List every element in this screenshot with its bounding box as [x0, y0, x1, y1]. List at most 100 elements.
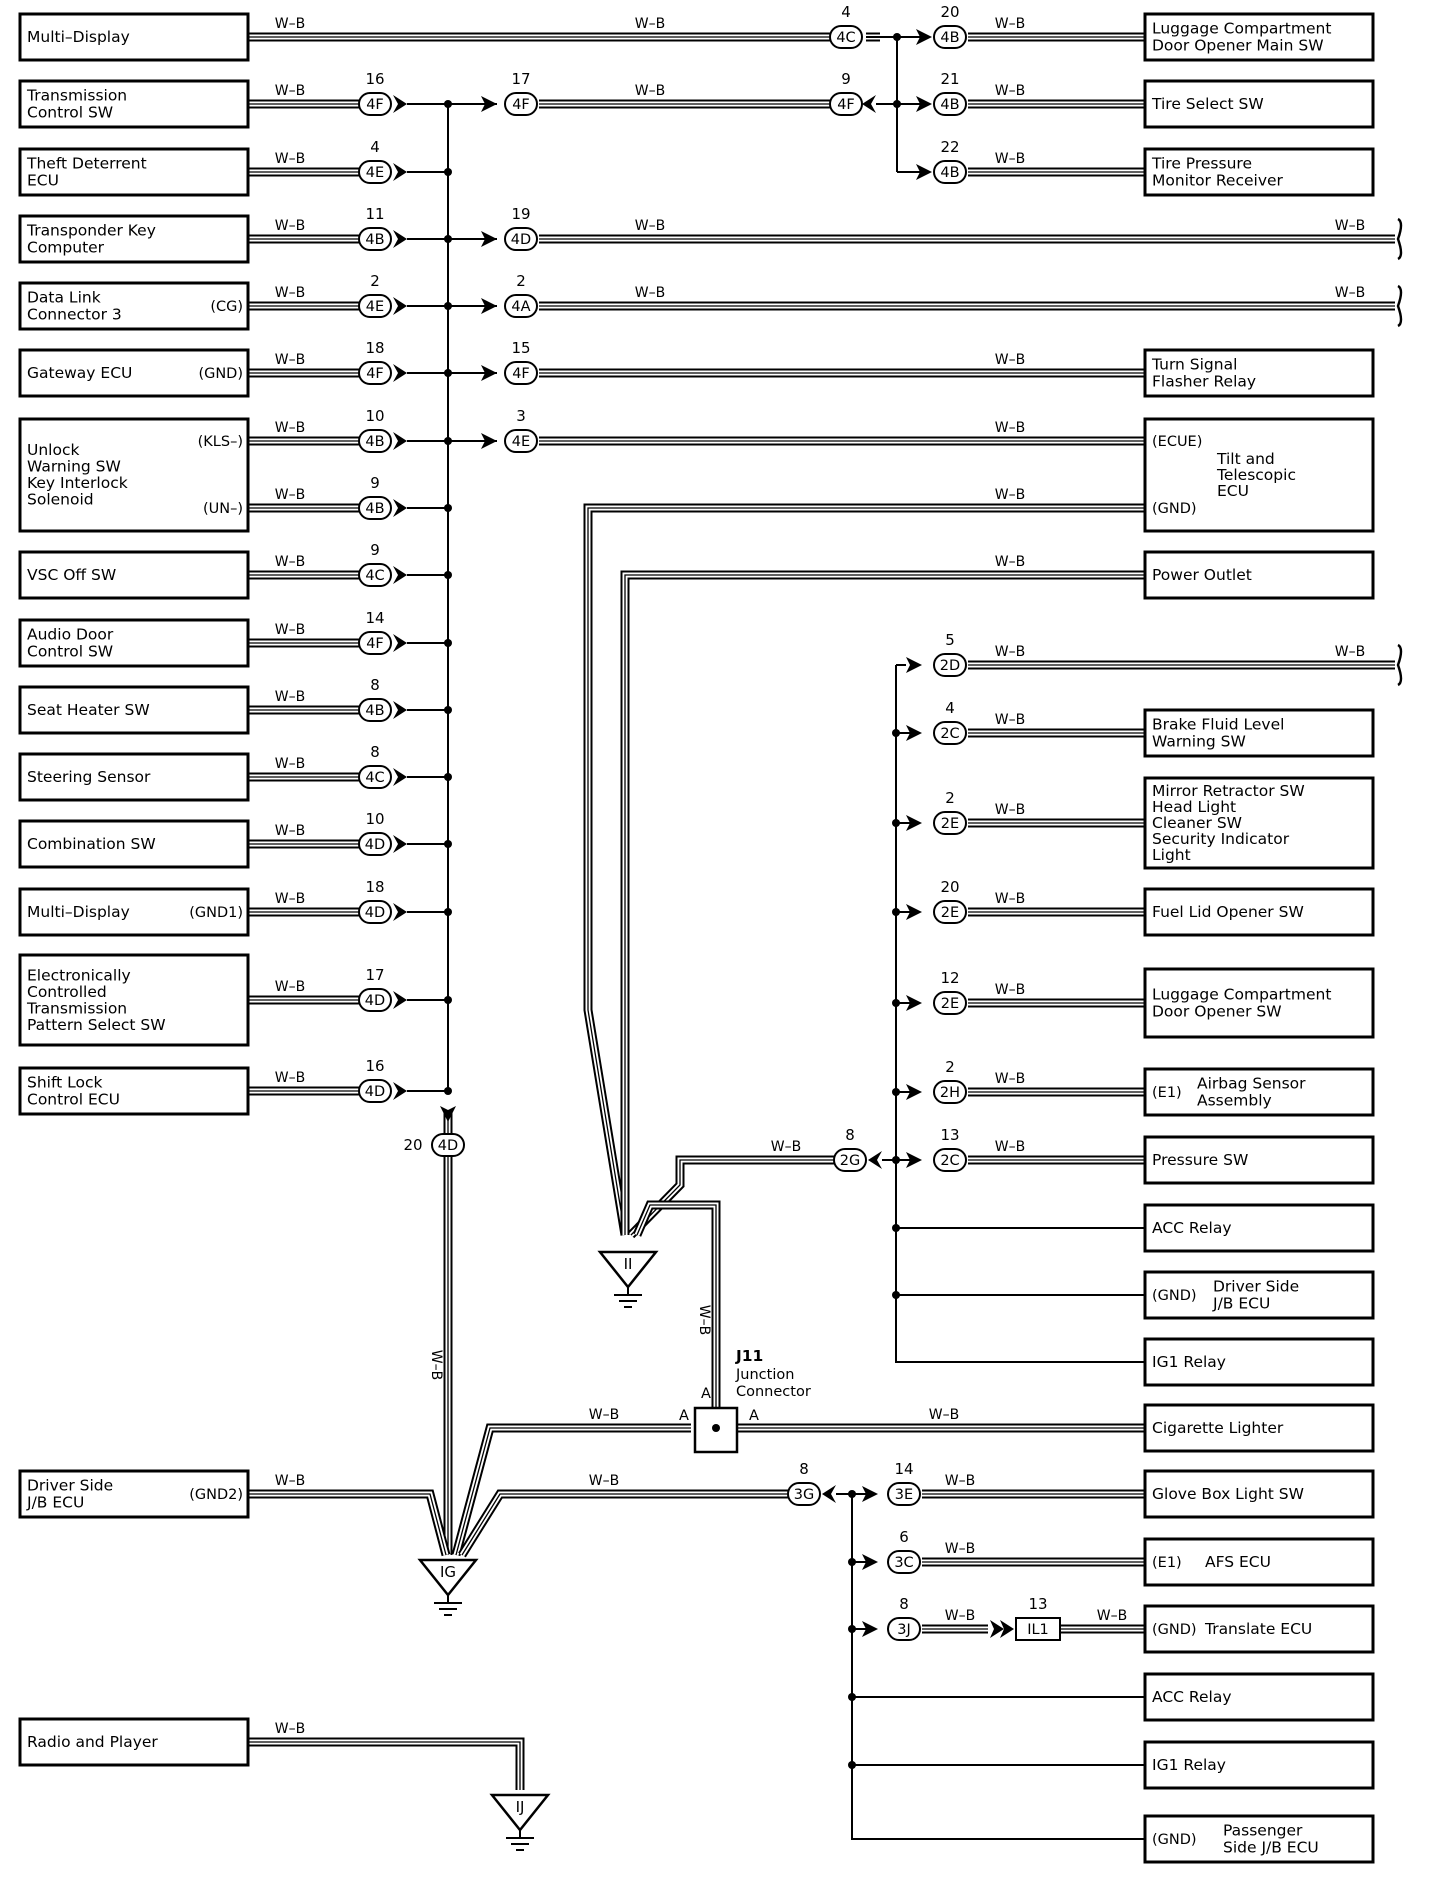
- male-terminal: [906, 815, 922, 831]
- pin-number: 14: [894, 1460, 913, 1478]
- pin-number: 20: [940, 3, 959, 21]
- component-label-line: Glove Box Light SW: [1152, 1485, 1304, 1503]
- connector-3J: 3J: [887, 1617, 921, 1641]
- connector-4B: 4B: [933, 92, 967, 116]
- connector-body: [358, 698, 392, 722]
- male-terminal: [862, 1621, 878, 1637]
- male-terminal: [481, 231, 497, 247]
- pin-number: 19: [511, 205, 530, 223]
- connector-code: 4D: [438, 1138, 458, 1154]
- component-label-line: Mirror Retractor SW: [1152, 782, 1305, 800]
- female-terminal: [393, 634, 407, 652]
- connector-IL1: [1015, 1617, 1061, 1641]
- right-bus-2: [895, 665, 1145, 1363]
- component-box-left: [18, 1717, 250, 1767]
- pin-number: 8: [370, 743, 380, 761]
- connector-body: [358, 765, 392, 789]
- connector-2E: 2E: [933, 811, 967, 835]
- wire-gap: [622, 572, 1145, 1235]
- wire-center: [248, 1741, 521, 1790]
- component-label-line: Door Opener Main SW: [1152, 37, 1324, 55]
- component-label-line: Connector 3: [27, 306, 122, 324]
- wire-color-label: W–B: [275, 756, 305, 772]
- wire-color-label: W–B: [275, 622, 305, 638]
- male-terminal: [862, 1486, 878, 1502]
- component-label-line: ACC Relay: [1152, 1219, 1232, 1237]
- connector-code: 4D: [511, 232, 531, 248]
- wire-color-label: W–B: [995, 83, 1025, 99]
- male-terminal: [906, 725, 922, 741]
- wire-color-label: W–B: [275, 1473, 305, 1489]
- component-label-line: Warning SW: [27, 458, 121, 476]
- wire-color-label: W–B: [635, 218, 665, 234]
- component-box-right: [1143, 1135, 1375, 1185]
- wire-color-label: W–B: [635, 83, 665, 99]
- female-terminal: [822, 1485, 836, 1503]
- connector-2E: 2E: [933, 991, 967, 1015]
- component-box-left: [18, 819, 250, 869]
- connector-2D: 2D: [933, 653, 967, 677]
- female-terminal: [393, 701, 407, 719]
- connector-4F-17: 4F: [504, 92, 538, 116]
- junction-dot: [444, 235, 452, 243]
- component-label-line: Audio Door: [27, 626, 114, 644]
- pin-number: 13: [940, 1126, 959, 1144]
- component-label-line: Power Outlet: [1152, 566, 1252, 584]
- connector-code: 2E: [941, 905, 959, 921]
- component-box-right: [1143, 1814, 1375, 1864]
- connector-body: [504, 361, 538, 385]
- component-box-left: [18, 887, 250, 937]
- connector-code: 4B: [940, 165, 959, 181]
- pin-number: 4: [945, 699, 955, 717]
- junction-dot: [444, 908, 452, 916]
- wire-color-label: W–B: [995, 1139, 1025, 1155]
- component-label-line: Tilt and: [1216, 450, 1275, 468]
- pin-name: (GND): [1152, 501, 1197, 517]
- connector-code: 4C: [365, 770, 384, 786]
- wire-center: [630, 1159, 836, 1236]
- junction-dot: [444, 504, 452, 512]
- connector-4E: 4E: [358, 160, 392, 184]
- connector-body: [887, 1550, 921, 1574]
- component-label-line: Connector: [736, 1384, 811, 1400]
- connector-4B: 4B: [933, 160, 967, 184]
- junction-dot: [893, 100, 901, 108]
- female-terminal: [393, 297, 407, 315]
- male-terminal: [906, 657, 922, 673]
- component-label-line: Radio and Player: [27, 1733, 158, 1751]
- ground-symbol: [613, 1286, 643, 1308]
- connector-4C: 4C: [358, 765, 392, 789]
- component-box-right: [1143, 967, 1375, 1039]
- connector-code: 4B: [365, 703, 384, 719]
- component-label-line: Steering Sensor: [27, 768, 151, 786]
- wire-color-label: W–B: [1335, 644, 1365, 660]
- connector-3G: 3G: [787, 1482, 821, 1506]
- component-label-line: Combination SW: [27, 835, 156, 853]
- component-box-right: [1143, 1740, 1375, 1790]
- female-terminal: [393, 163, 407, 181]
- wire-color-label: W–B: [635, 16, 665, 32]
- component-label-line: Key Interlock: [27, 474, 128, 492]
- wire-outer: [583, 503, 1145, 1236]
- junction-dot: [893, 33, 901, 41]
- component-box-right: [1143, 1604, 1375, 1654]
- component-box-left: [18, 147, 250, 197]
- pin-number: 9: [370, 474, 380, 492]
- component-box-left: [18, 550, 250, 600]
- junction-dot: [444, 840, 452, 848]
- wire-outer: [248, 1737, 525, 1790]
- component-label-line: Passenger: [1223, 1822, 1303, 1840]
- wire-color-label: W–B: [995, 982, 1025, 998]
- male-terminal: [481, 433, 497, 449]
- junction-dot: [892, 908, 900, 916]
- connector-code: 2G: [840, 1153, 860, 1169]
- break-mark: [1396, 284, 1403, 328]
- wire-color-label: W–B: [945, 1541, 975, 1557]
- wire-color-label: W–B: [275, 689, 305, 705]
- component-box-right: [1143, 1270, 1375, 1320]
- male-terminal: [916, 29, 932, 45]
- component-label-line: Assembly: [1197, 1092, 1272, 1110]
- pin-number: 18: [365, 878, 384, 896]
- female-terminal: [393, 230, 407, 248]
